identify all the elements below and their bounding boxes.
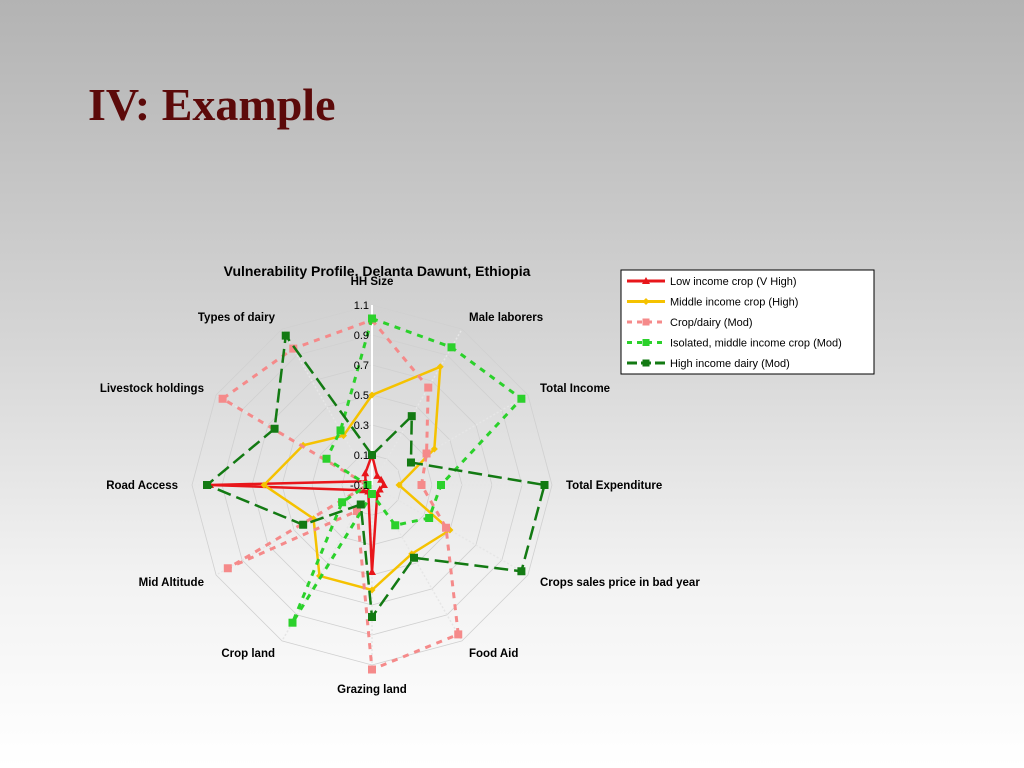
category-label: Total Income: [540, 383, 610, 395]
series-marker: [322, 454, 331, 463]
category-label: Livestock holdings: [100, 383, 204, 395]
series-marker: [299, 520, 308, 529]
grid-ring: [191, 304, 553, 666]
series-marker: [336, 426, 345, 435]
category-label: Male laborers: [469, 312, 543, 324]
series-marker: [218, 394, 227, 403]
series-marker: [373, 471, 382, 479]
grid-spoke: [371, 394, 529, 486]
category-label: Food Aid: [469, 648, 518, 660]
category-label: HH Size: [351, 276, 394, 288]
series-marker: [517, 567, 526, 576]
series-marker: [442, 523, 451, 532]
series-marker: [425, 514, 434, 522]
grid-spoke: [371, 328, 463, 486]
series-marker: [338, 498, 347, 507]
category-label: Road Access: [106, 480, 178, 492]
category-label: Crop land: [221, 648, 275, 660]
series-marker: [353, 506, 361, 515]
series-marker: [417, 481, 426, 489]
tick-label: 0.3: [354, 420, 369, 432]
series-marker: [437, 481, 445, 489]
series-marker: [368, 314, 376, 323]
tick-label: 0.7: [354, 360, 369, 372]
series-marker: [368, 613, 376, 621]
series-marker: [203, 481, 211, 489]
category-label: Grazing land: [337, 684, 407, 696]
category-label: Crops sales price in bad year: [540, 577, 700, 589]
category-label: Total Expenditure: [566, 480, 662, 492]
legend: Low income crop (V High) Middle income cr…: [620, 269, 875, 375]
grid-spoke: [371, 484, 463, 642]
series-marker: [368, 568, 376, 575]
series-marker: [377, 475, 386, 483]
series-marker: [368, 451, 376, 459]
series-marker: [407, 412, 416, 421]
tick-label: -0.1: [350, 480, 369, 492]
tick-label: 1.1: [354, 300, 369, 312]
series-marker: [410, 553, 418, 562]
series-marker: [447, 343, 456, 352]
series-marker: [517, 394, 526, 403]
category-label: Mid Altitude: [139, 577, 204, 589]
legend-box: [620, 269, 875, 375]
series-marker: [436, 363, 444, 371]
series-layer: -0.1 0.1 0.3 0.5 0.7 0.9 1.1: [203, 300, 549, 674]
series-marker: [540, 481, 549, 489]
legend-marker: [642, 339, 650, 346]
series-marker: [368, 665, 376, 674]
chart-title: Vulnerability Profile, Delanta Dawunt, E…: [224, 263, 531, 279]
series-marker: [380, 481, 388, 488]
legend-marker: [642, 359, 650, 367]
series-marker: [288, 618, 297, 627]
series-marker: [368, 490, 376, 498]
legend-marker: [642, 318, 650, 326]
series-marker: [289, 344, 298, 353]
legend-marker: [642, 277, 650, 284]
series-marker: [430, 445, 438, 453]
series-marker: [422, 449, 431, 458]
series-marker: [391, 521, 400, 530]
tick-label: 0.9: [354, 330, 369, 342]
series-marker: [424, 383, 433, 392]
legend-entry: Middle income crop (High): [670, 297, 798, 309]
series-marker: [375, 485, 384, 493]
series-marker: [361, 469, 370, 477]
legend-entry: Low income crop (V High): [670, 276, 797, 288]
legend-marker: [642, 298, 650, 305]
legend-entry: High income dairy (Mod): [670, 358, 790, 370]
series-marker: [368, 391, 376, 399]
legend-entry: Isolated, middle income crop (Mod): [670, 338, 842, 350]
series-marker: [223, 564, 232, 573]
category-label: Types of dairy: [198, 312, 276, 324]
tick-label: 0.1: [354, 450, 369, 462]
legend-entry: Crop/dairy (Mod): [670, 317, 753, 329]
tick-label: 0.5: [354, 390, 369, 402]
series-marker: [281, 331, 290, 340]
series-marker: [356, 500, 365, 509]
slide-title: IV: Example: [88, 79, 336, 130]
series-marker: [260, 481, 268, 489]
series-marker: [270, 424, 279, 433]
series-marker: [358, 486, 367, 494]
series-marker: [363, 481, 372, 489]
grid-spoke: [281, 328, 373, 486]
series-marker: [406, 458, 415, 467]
series-marker: [395, 481, 403, 489]
series-marker: [454, 630, 463, 639]
